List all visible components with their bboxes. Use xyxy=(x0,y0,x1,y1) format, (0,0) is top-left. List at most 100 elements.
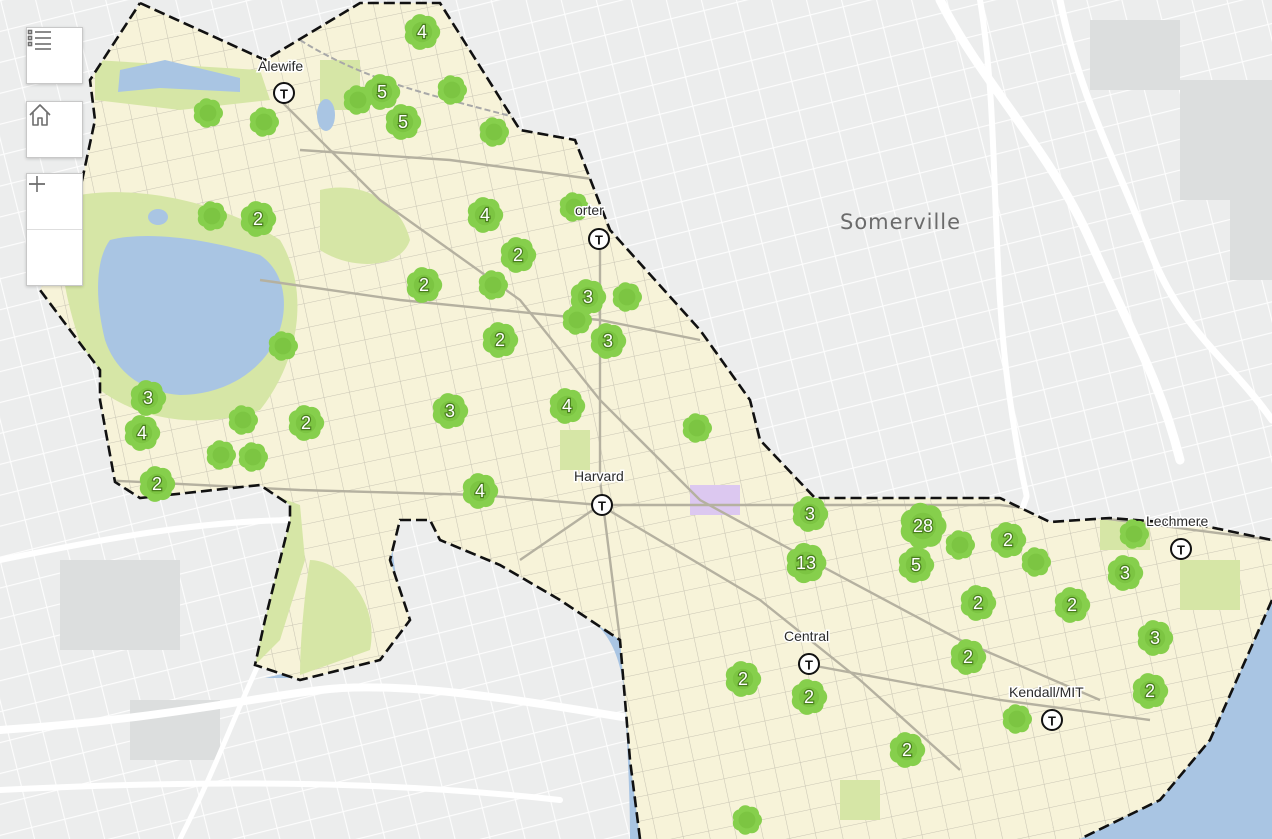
tree-cluster-count: 4 xyxy=(480,205,490,225)
tree-cluster-count: 2 xyxy=(973,593,983,613)
tree-cluster[interactable]: 4 xyxy=(467,197,504,233)
tree-cluster[interactable]: 3 xyxy=(1107,555,1144,591)
tree-cluster[interactable] xyxy=(732,805,762,835)
tree-cluster-count: 3 xyxy=(805,504,815,524)
tree-cluster[interactable] xyxy=(479,117,509,147)
tree-cluster[interactable]: 3 xyxy=(130,380,167,416)
tree-cluster[interactable] xyxy=(1119,519,1149,549)
small-pond-1 xyxy=(148,209,168,225)
tree-cluster[interactable]: 2 xyxy=(725,661,762,697)
layer-list-button[interactable] xyxy=(27,28,82,83)
minus-icon xyxy=(29,183,45,185)
tree-cluster[interactable]: 2 xyxy=(950,639,987,675)
tree-cluster[interactable] xyxy=(268,331,298,361)
tree-cluster-count: 3 xyxy=(583,287,593,307)
tree-cluster[interactable]: 2 xyxy=(288,405,325,441)
tree-cluster[interactable]: 2 xyxy=(1054,587,1091,623)
station-label: Alewife xyxy=(258,58,303,74)
tree-cluster[interactable]: 13 xyxy=(786,542,827,584)
tree-cluster[interactable]: 2 xyxy=(500,237,537,273)
tree-cluster[interactable]: 2 xyxy=(960,585,997,621)
tree-cluster[interactable] xyxy=(343,85,373,115)
tree-cluster[interactable] xyxy=(612,282,642,312)
tree-cluster[interactable] xyxy=(559,192,589,222)
home-icon xyxy=(29,104,51,126)
zoom-out-button[interactable] xyxy=(27,183,82,285)
transit-t-icon xyxy=(591,494,613,516)
zoom-control xyxy=(26,173,83,286)
station-label: Central xyxy=(784,628,829,644)
tree-cluster[interactable]: 2 xyxy=(406,267,443,303)
tree-cluster[interactable]: 4 xyxy=(404,14,441,50)
transit-station[interactable]: T Alewife xyxy=(257,57,305,104)
tree-cluster[interactable]: 3 xyxy=(1137,620,1174,656)
tree-cluster[interactable]: 4 xyxy=(124,415,161,451)
tree-cluster[interactable] xyxy=(478,270,508,300)
tree-cluster-count: 2 xyxy=(1145,681,1155,701)
tree-cluster-count: 2 xyxy=(902,740,912,760)
tree-cluster[interactable]: 4 xyxy=(549,388,586,424)
tree-cluster[interactable]: 5 xyxy=(385,104,422,140)
tree-cluster[interactable] xyxy=(238,442,268,472)
tree-cluster[interactable] xyxy=(249,107,279,137)
tree-cluster[interactable]: 2 xyxy=(240,201,277,237)
tree-cluster-count: 2 xyxy=(738,669,748,689)
tree-cluster[interactable]: 2 xyxy=(791,679,828,715)
tree-cluster[interactable] xyxy=(228,405,258,435)
tree-cluster-count: 3 xyxy=(445,401,455,421)
tree-cluster[interactable] xyxy=(437,75,467,105)
transit-station[interactable]: T Lechmere xyxy=(1145,512,1210,560)
home-control xyxy=(26,101,83,158)
transit-t-letter: T xyxy=(1177,543,1185,558)
station-label: Lechmere xyxy=(1146,513,1208,529)
tree-cluster[interactable]: 2 xyxy=(482,322,519,358)
tree-cluster[interactable]: 3 xyxy=(432,393,469,429)
station-label: Kendall/MIT xyxy=(1009,684,1084,700)
place-label-somerville: Somerville xyxy=(840,210,962,234)
tree-cluster[interactable]: 28 xyxy=(900,502,947,550)
tree-cluster[interactable] xyxy=(206,440,236,470)
tree-cluster[interactable]: 2 xyxy=(139,466,176,502)
tree-cluster-count: 2 xyxy=(804,687,814,707)
tree-cluster[interactable]: 2 xyxy=(990,522,1027,558)
tree-cluster[interactable] xyxy=(1021,547,1051,577)
tree-cluster-count: 3 xyxy=(143,388,153,408)
tree-cluster-count: 5 xyxy=(911,555,921,575)
tree-cluster[interactable] xyxy=(1002,704,1032,734)
transit-t-letter: T xyxy=(598,499,606,514)
tree-cluster[interactable] xyxy=(682,413,712,443)
tree-cluster[interactable]: 2 xyxy=(1132,673,1169,709)
alewife-pond xyxy=(118,60,240,92)
transit-t-icon xyxy=(588,228,610,250)
tree-cluster[interactable] xyxy=(197,201,227,231)
transit-t-icon xyxy=(273,82,295,104)
tree-cluster[interactable] xyxy=(193,98,223,128)
purple-block xyxy=(690,485,740,515)
transit-t-letter: T xyxy=(280,87,288,102)
tree-cluster-count: 4 xyxy=(562,396,572,416)
tree-cluster[interactable]: 5 xyxy=(364,74,401,110)
tree-cluster-count: 4 xyxy=(475,481,485,501)
tree-cluster[interactable]: 2 xyxy=(889,732,926,768)
tree-cluster[interactable]: 4 xyxy=(462,473,499,509)
tree-cluster-count: 4 xyxy=(417,22,427,42)
tree-cluster[interactable]: 5 xyxy=(898,547,935,583)
list-icon xyxy=(27,29,51,50)
tree-cluster-count: 13 xyxy=(796,553,816,573)
tree-cluster-count: 2 xyxy=(1003,530,1013,550)
tree-cluster[interactable]: 3 xyxy=(590,323,627,359)
transit-t-letter: T xyxy=(595,233,603,248)
transit-t-icon xyxy=(798,653,820,675)
tree-cluster-count: 2 xyxy=(1067,595,1077,615)
tree-cluster[interactable] xyxy=(562,305,592,335)
home-button[interactable] xyxy=(27,102,82,157)
tree-cluster[interactable] xyxy=(945,530,975,560)
tree-cluster[interactable]: 3 xyxy=(792,496,829,532)
